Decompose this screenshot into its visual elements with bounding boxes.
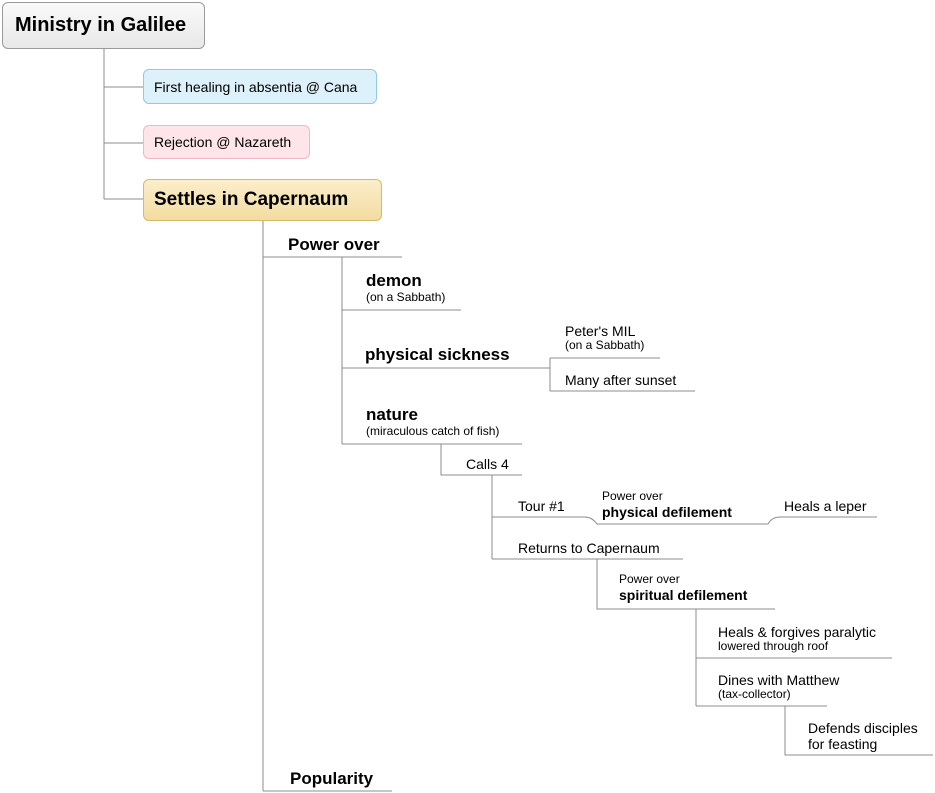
peters-mil-title: Peter's MIL	[565, 323, 636, 339]
spiritual-defilement-pre: Power over	[619, 572, 680, 586]
physical-defilement-title: physical defilement	[602, 503, 732, 520]
peters-mil-note: (on a Sabbath)	[565, 338, 645, 353]
node-many-after-sunset[interactable]: Many after sunset	[565, 372, 677, 388]
node-popularity[interactable]: Popularity	[290, 769, 374, 788]
defends-line1: Defends disciples	[808, 720, 918, 736]
physical-defilement-pre: Power over	[602, 489, 663, 503]
node-heals-paralytic[interactable]: Heals & forgives paralytic lowered throu…	[718, 624, 876, 654]
node-dines-with-matthew[interactable]: Dines with Matthew (tax-collector)	[718, 672, 839, 702]
root-node-ministry-in-galilee[interactable]: Ministry in Galilee	[2, 2, 205, 49]
matthew-title: Dines with Matthew	[718, 672, 840, 688]
node-heals-leper[interactable]: Heals a leper	[784, 498, 867, 514]
paralytic-title: Heals & forgives paralytic	[718, 624, 876, 640]
matthew-note: (tax-collector)	[718, 687, 791, 702]
node-tour-1[interactable]: Tour #1	[518, 498, 565, 514]
node-spiritual-defilement[interactable]: Power over spiritual defilement	[619, 572, 748, 603]
paralytic-note: lowered through roof	[718, 639, 829, 654]
nazareth-label: Rejection @ Nazareth	[154, 134, 292, 150]
node-demon[interactable]: demon (on a Sabbath)	[366, 271, 445, 304]
node-peters-mil[interactable]: Peter's MIL (on a Sabbath)	[565, 323, 644, 353]
defends-line2: for feasting	[808, 736, 878, 753]
node-physical-defilement[interactable]: Power over physical defilement	[602, 489, 732, 520]
demon-title: demon	[366, 271, 422, 290]
spiritual-defilement-title: spiritual defilement	[619, 586, 748, 603]
node-nazareth[interactable]: Rejection @ Nazareth	[143, 125, 310, 159]
capernaum-label: Settles in Capernaum	[154, 189, 349, 210]
node-power-over[interactable]: Power over	[288, 235, 380, 254]
node-capernaum[interactable]: Settles in Capernaum	[143, 179, 382, 221]
cana-label: First healing in absentia @ Cana	[154, 78, 358, 95]
node-calls-4[interactable]: Calls 4	[466, 456, 509, 472]
root-label: Ministry in Galilee	[15, 14, 187, 36]
nature-title: nature	[366, 405, 418, 424]
node-nature[interactable]: nature (miraculous catch of fish)	[366, 405, 499, 438]
nature-note: (miraculous catch of fish)	[366, 423, 500, 438]
node-returns-to-capernaum[interactable]: Returns to Capernaum	[518, 540, 660, 556]
node-physical-sickness[interactable]: physical sickness	[365, 345, 510, 364]
demon-note: (on a Sabbath)	[366, 289, 446, 304]
node-defends-disciples[interactable]: Defends disciples for feasting	[808, 720, 918, 752]
node-cana[interactable]: First healing in absentia @ Cana	[143, 69, 377, 104]
